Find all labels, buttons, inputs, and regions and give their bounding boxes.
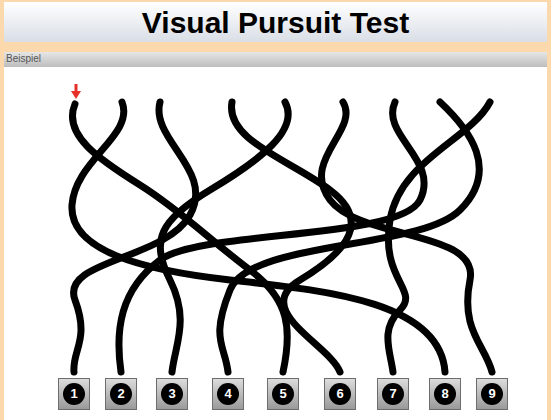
answer-number: 6 [329, 383, 351, 405]
panel [4, 67, 547, 420]
answer-box: 2 [105, 378, 137, 410]
title-bar: Visual Pursuit Test [4, 2, 547, 42]
answer-box: 8 [429, 378, 461, 410]
answer-box: 3 [156, 378, 188, 410]
panel-bar: Beispiel [4, 52, 547, 67]
answer-box: 4 [212, 378, 244, 410]
answer-number: 7 [382, 383, 404, 405]
answer-box: 9 [476, 378, 508, 410]
answer-box: 5 [267, 378, 299, 410]
answer-number: 4 [217, 383, 239, 405]
panel-label: Beispiel [6, 53, 41, 64]
answer-box: 6 [324, 378, 356, 410]
answer-number: 5 [272, 383, 294, 405]
answer-box: 1 [58, 378, 90, 410]
answer-box: 7 [377, 378, 409, 410]
answer-number: 9 [481, 383, 503, 405]
start-arrow [71, 84, 81, 99]
answer-number: 3 [161, 383, 183, 405]
answer-number: 1 [63, 383, 85, 405]
pursuit-line [220, 102, 479, 372]
answer-number: 2 [110, 383, 132, 405]
answer-number: 8 [434, 383, 456, 405]
pursuit-line [388, 102, 490, 372]
title: Visual Pursuit Test [4, 6, 547, 40]
